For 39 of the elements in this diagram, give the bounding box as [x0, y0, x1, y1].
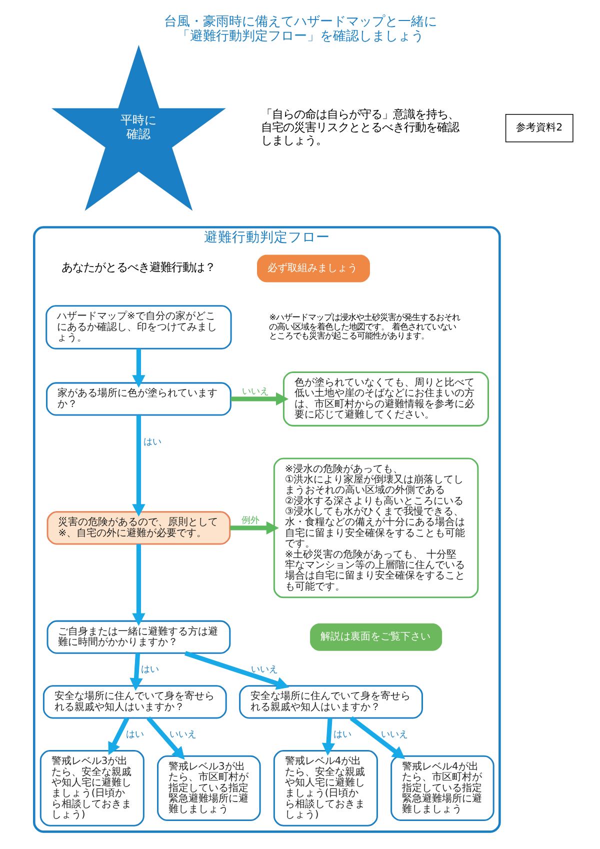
label: ※ハザードマップは浸水や土砂災害が発生するおそれの高い区域を着色した地図です。 着色されていないところでも災害が起こる可能性があります。 [268, 312, 460, 340]
label: あなたがとるべき避難行動は？ [61, 260, 216, 274]
arrow [108, 716, 129, 755]
node-box: 警戒レベル3が出たら、安全な親戚や知人宅に避難しましょう(日頃から相談しておきましょう) [39, 750, 144, 826]
arrow [184, 650, 289, 690]
edge-label: はい [333, 729, 352, 740]
arrow [132, 414, 145, 516]
arrow [349, 716, 405, 759]
node-box: 安全な場所に住んでいて身を寄せられる親戚や知人はいますか？ [42, 684, 226, 718]
node-box: 安全な場所に住んでいて身を寄せられる親戚や知人はいますか？ [238, 684, 422, 718]
node-box: ハザードマップ※で自分の家がどこにあるか確認し、印をつけてみましょう。 [45, 304, 232, 349]
arrow [230, 392, 288, 406]
edge-label: いいえ [242, 386, 269, 397]
node-box: 色が塗られていなくても、周りと比べて低い土地や崖のそばなどにお住まいの方は、市区町村からの避難情報を参考に必要に応じて避難してください。 [282, 371, 488, 426]
node-box: 必ず取組みましょう [256, 254, 370, 282]
diagram-title: 台風・豪雨時に備えてハザードマップと一緒に「避難行動判定フロー」を確認しましょう [164, 14, 436, 44]
edge-label: いいえ [380, 729, 408, 740]
arrow [321, 717, 335, 756]
edge-label: いいえ [250, 664, 278, 674]
label: 参考資料2 [516, 122, 562, 134]
node-box: 警戒レベル4が出たら、市区町村が指定している指定緊急避難場所に避難しましょう [390, 754, 494, 820]
label: 「自らの命は自らが守る」意識を持ち、自宅の災害リスクととるべき行動を確認しましょう。 [260, 106, 459, 146]
node-box: 解説は裏面をご覧下さい [310, 622, 442, 650]
edge-label: はい [140, 664, 159, 674]
arrow [146, 716, 184, 760]
arrow [129, 652, 142, 690]
edge-label: はい [143, 436, 162, 447]
node-box: 警戒レベル4が出たら、安全な親戚や知人宅に避難しましょう(日頃から相談しておきましょう) [272, 750, 378, 826]
arrow [132, 348, 145, 388]
arrow [132, 544, 145, 626]
node-box: 災害の危険があるので、原則として※、自宅の外に避難が必要です。 [46, 510, 230, 544]
edge-label: いいえ [169, 729, 196, 740]
edge-label: はい [125, 729, 144, 740]
node-box: ご自身または一緒に避難する方は避難に時間がかかりますか？ [46, 620, 230, 654]
edge-label: 例外 [241, 516, 260, 526]
node-box: 警戒レベル3が出たら、市区町村が指定している指定緊急避難場所に避難しましょう [156, 754, 260, 820]
arrow [230, 520, 278, 534]
node-box: ※浸水の危険があっても、 ①洪水により家屋が倒壊又は崩落してしまうおそれの高い区域の外側である ②浸水する深さよりも高いところにいる ③浸水しても水がひくまで我慢できる、水・食糧などの備えが十分にある場合は自宅に留まり安全確保をすることも可能です。 ※土砂災害の危険があっても、 十分堅牢なマンション等の上層階に住んでいる場合は自宅に留まり安全確保をすることも可能です。 [272, 457, 478, 598]
node-box: 家がある場所に色が塗られていますか？ [45, 382, 231, 416]
